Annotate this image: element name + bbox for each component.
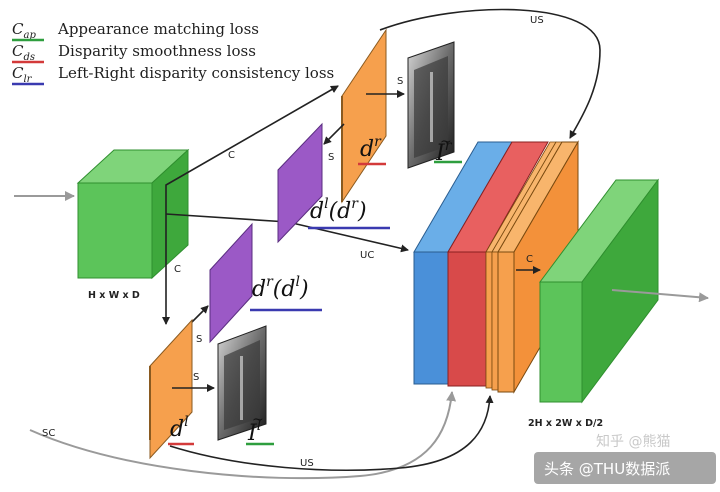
math-drdl-close: ) [299, 277, 309, 302]
svg-text:Ir: Ir [435, 138, 453, 166]
label-s-bottom: S [193, 372, 199, 383]
lower-reconstructed-image [217, 325, 267, 441]
math-dr-sup: r [374, 134, 382, 150]
math-drdl-sup: r [266, 274, 274, 290]
svg-text:dl: dl [170, 414, 189, 442]
label-s-top: S [397, 76, 403, 87]
label-s-mid-upper: S [328, 152, 334, 163]
arrow-s-mid-upper [323, 123, 345, 145]
math-drdl-paren-sup: l [295, 274, 299, 290]
arrow-s-mid-lower [191, 305, 209, 323]
watermark: 头条 @THU数据派 [534, 452, 716, 484]
label-sc: SC [42, 428, 55, 439]
lower-disparity-plane [149, 318, 193, 460]
legend-symbol-ds: C [12, 42, 24, 60]
label-uc: UC [360, 250, 374, 261]
input-block [76, 148, 190, 280]
input-dims-label: H x W x D [88, 290, 140, 301]
math-ir-main: I [435, 141, 446, 166]
legend-item-ap: Cap Appearance matching loss [12, 20, 259, 42]
tilde-ir: ~ [440, 134, 452, 150]
math-il-sup: l [257, 418, 261, 434]
label-us-top: US [530, 15, 544, 26]
legend-symbol-lr: C [12, 64, 24, 82]
output-dims-label: 2H x 2W x D/2 [528, 418, 603, 429]
math-ir-sup: r [445, 138, 453, 154]
label-c-lower: C [174, 264, 181, 275]
arrow-c-upper [165, 85, 339, 214]
svg-text:Clr: Clr [12, 64, 33, 85]
math-dldr-paren: (d [329, 199, 352, 224]
svg-text:Il: Il [247, 418, 261, 446]
label-c-upper: C [228, 150, 235, 161]
math-dldr-main: d [310, 199, 324, 224]
math-dr-main: d [360, 137, 374, 162]
legend: Cap Appearance matching loss Cds Dispari… [12, 20, 334, 86]
legend-sub-ds: ds [23, 52, 35, 63]
label-c-right: C [526, 254, 533, 265]
label-us-bottom: US [300, 458, 314, 469]
upper-purple-plane [277, 122, 323, 244]
legend-sub-lr: lr [23, 74, 32, 85]
svg-text:dr: dr [360, 134, 382, 162]
math-dldr-close: ) [357, 199, 367, 224]
math-drdl-main: d [252, 277, 266, 302]
math-dl-main: d [170, 417, 184, 442]
upper-reconstructed-image [407, 41, 455, 169]
arrow-us-top [379, 8, 601, 139]
svg-text:dl(dr): dl(dr) [310, 196, 367, 224]
arrow-us-bottom [169, 395, 494, 471]
upper-disparity-plane [341, 28, 387, 204]
watermark-main: 头条 @THU数据派 [544, 460, 670, 478]
tilde-il: ~ [252, 412, 264, 428]
watermark-faint: 知乎 @熊猫 [596, 433, 670, 450]
legend-item-ds: Cds Disparity smoothness loss [12, 42, 256, 64]
math-dldr-sup: l [324, 196, 328, 212]
math-il-main: I [247, 421, 258, 446]
svg-text:dr(dl): dr(dl) [252, 274, 309, 302]
svg-text:Cap: Cap [12, 20, 36, 41]
label-s-mid-lower: S [196, 334, 202, 345]
legend-text-ds: Disparity smoothness loss [58, 42, 256, 60]
math-drdl-paren: (d [273, 277, 296, 302]
output-arrow [611, 289, 709, 303]
legend-sub-ap: ap [23, 30, 36, 41]
arrow-sc [29, 391, 457, 480]
legend-symbol-ap: C [12, 20, 24, 38]
legend-text-ap: Appearance matching loss [57, 20, 259, 38]
math-dldr-paren-sup: r [351, 196, 359, 212]
svg-text:Cds: Cds [12, 42, 35, 63]
legend-text-lr: Left-Right disparity consistency loss [58, 64, 334, 82]
lower-purple-plane [209, 222, 253, 344]
math-dl-sup: l [184, 414, 188, 430]
legend-item-lr: Clr Left-Right disparity consistency los… [12, 64, 334, 86]
decoder-stack [413, 140, 579, 394]
